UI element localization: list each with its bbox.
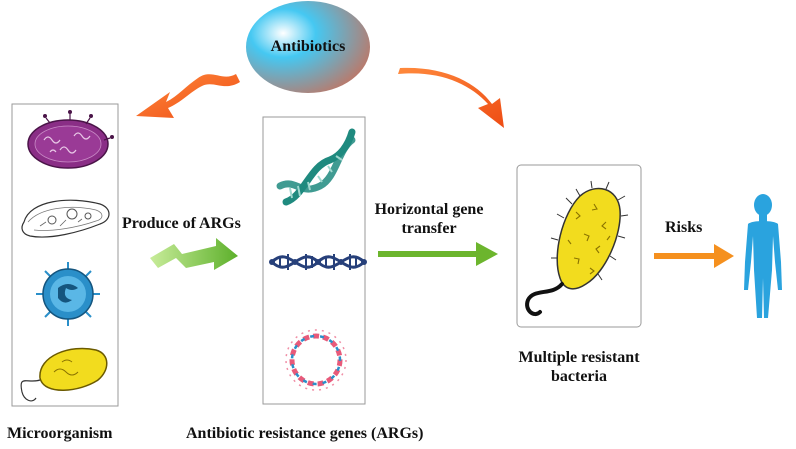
paramecium-icon xyxy=(21,199,110,238)
mrb-label: Multiple resistant bacteria xyxy=(504,348,654,386)
plasmid-icon xyxy=(285,329,347,391)
produce-args-label: Produce of ARGs xyxy=(122,215,241,232)
antibiotics-label: Antibiotics xyxy=(270,38,346,55)
produce-args-arrow xyxy=(150,238,238,270)
hgt-arrow xyxy=(378,242,498,266)
antibiotics-to-microbe-arrow xyxy=(136,74,240,118)
human-icon xyxy=(744,194,782,318)
dna-helix-icon xyxy=(276,128,356,206)
hgt-label-line1: Horizontal gene xyxy=(374,201,484,218)
microorganism-label: Microorganism xyxy=(7,425,113,442)
antibiotics-ellipse xyxy=(246,1,370,93)
bacillus-icon xyxy=(20,347,108,402)
hgt-label-line2: transfer xyxy=(401,220,457,237)
mrb-label-line2: bacteria xyxy=(551,368,607,385)
args-label: Antibiotic resistance genes (ARGs) xyxy=(186,425,424,442)
antibiotics-to-bacteria-arrow xyxy=(398,67,504,128)
hgt-label: Horizontal gene transfer xyxy=(366,200,492,238)
purple-microbe-icon xyxy=(27,110,114,169)
virus-icon xyxy=(36,262,100,326)
mrb-label-line1: Multiple resistant xyxy=(518,349,640,366)
dna-ladder-icon xyxy=(269,254,367,270)
risks-label: Risks xyxy=(665,219,703,236)
risks-arrow xyxy=(654,244,734,268)
bacterium-icon xyxy=(525,180,629,317)
